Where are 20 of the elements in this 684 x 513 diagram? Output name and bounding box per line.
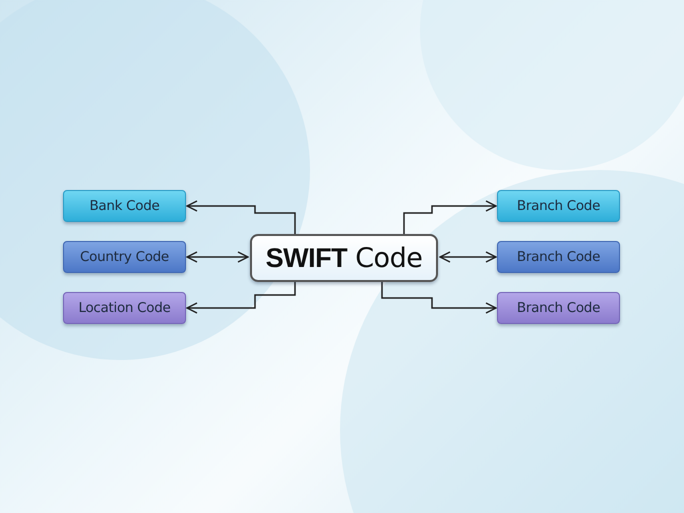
code-box	[497, 241, 620, 273]
connector-arrow	[439, 251, 497, 263]
box-label: SWIFT Code	[266, 242, 422, 274]
code-box	[63, 241, 186, 273]
title-box	[250, 234, 438, 282]
connector-arrow	[186, 282, 296, 314]
connector-arrow	[403, 200, 497, 234]
connector-arrow	[381, 282, 497, 314]
code-box	[497, 190, 620, 222]
code-box	[63, 190, 186, 222]
box-label: Branch Code	[516, 300, 600, 316]
box-label: Location Code	[78, 300, 171, 316]
box-label: Bank Code	[89, 198, 160, 214]
box-label: Country Code	[80, 249, 169, 265]
connector-arrow	[186, 200, 296, 234]
box-label: Branch Code	[516, 198, 600, 214]
code-box	[63, 292, 186, 324]
box-label: Branch Code	[516, 249, 600, 265]
code-box	[497, 292, 620, 324]
connector-arrow	[186, 251, 249, 263]
